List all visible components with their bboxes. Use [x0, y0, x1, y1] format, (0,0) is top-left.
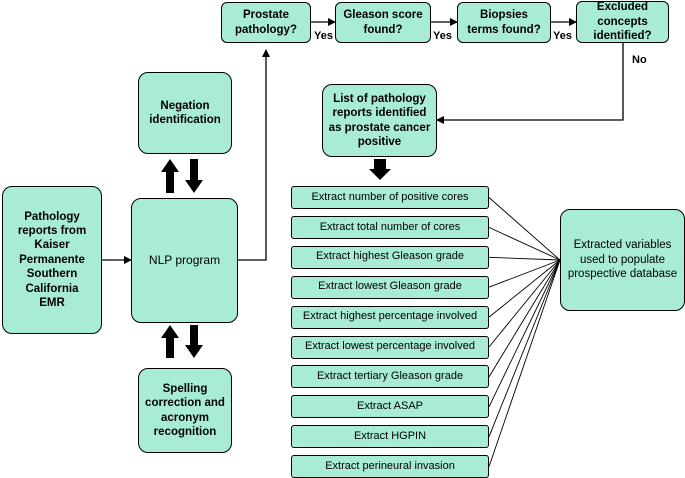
extraction-step: Extract total number of cores [291, 215, 489, 239]
yes-label-1: Yes [314, 30, 333, 42]
nlp-program-box: NLP program [131, 198, 238, 323]
arrow-nlp-to-prostate [238, 49, 270, 261]
decision-biopsies: Biopsies terms found? [457, 2, 551, 43]
yes-label-2: Yes [433, 30, 452, 42]
extraction-step: Extract HGPIN [291, 425, 489, 449]
yes-label-3: Yes [553, 30, 572, 42]
fan-line [488, 256, 561, 261]
decision-prostate: Prostate pathology? [221, 2, 311, 43]
source-box: Pathology reports from Kaiser Permanente… [2, 186, 102, 334]
negation-box: Negation identification [138, 72, 232, 154]
fan-line [488, 259, 561, 437]
extraction-to-output-lines [488, 197, 561, 467]
thick-down-arrow [369, 159, 391, 180]
extraction-step: Extract lowest percentage involved [291, 335, 489, 359]
negation-double-arrow [161, 159, 203, 193]
extraction-step: Extract perineural invasion [291, 455, 489, 478]
arrow-no-to-list [436, 43, 624, 124]
fan-line [488, 259, 561, 378]
extraction-step: Extract ASAP [291, 395, 489, 419]
extraction-step: Extract tertiary Gleason grade [291, 365, 489, 389]
no-label: No [632, 54, 647, 66]
fan-line [488, 259, 561, 407]
fan-line [488, 259, 561, 318]
fan-line [488, 259, 561, 288]
extraction-step: Extract highest percentage involved [291, 305, 489, 329]
decision-excluded: Excluded concepts identified? [576, 1, 669, 43]
fan-line [488, 259, 561, 467]
decision-gleason: Gleason score found? [335, 2, 431, 43]
extraction-step: Extract number of positive cores [291, 186, 489, 209]
output-box: Extracted variables used to populate pro… [560, 209, 685, 311]
positive-list-box: List of pathology reports identified as … [322, 84, 437, 157]
extraction-step: Extract highest Gleason grade [291, 245, 489, 269]
extraction-step: Extract lowest Gleason grade [291, 275, 489, 299]
spelling-double-arrow [161, 325, 203, 358]
spelling-box: Spelling correction and acronym recognit… [138, 368, 232, 453]
fan-line [488, 259, 561, 348]
fan-line [488, 226, 561, 261]
fan-line [488, 197, 561, 261]
